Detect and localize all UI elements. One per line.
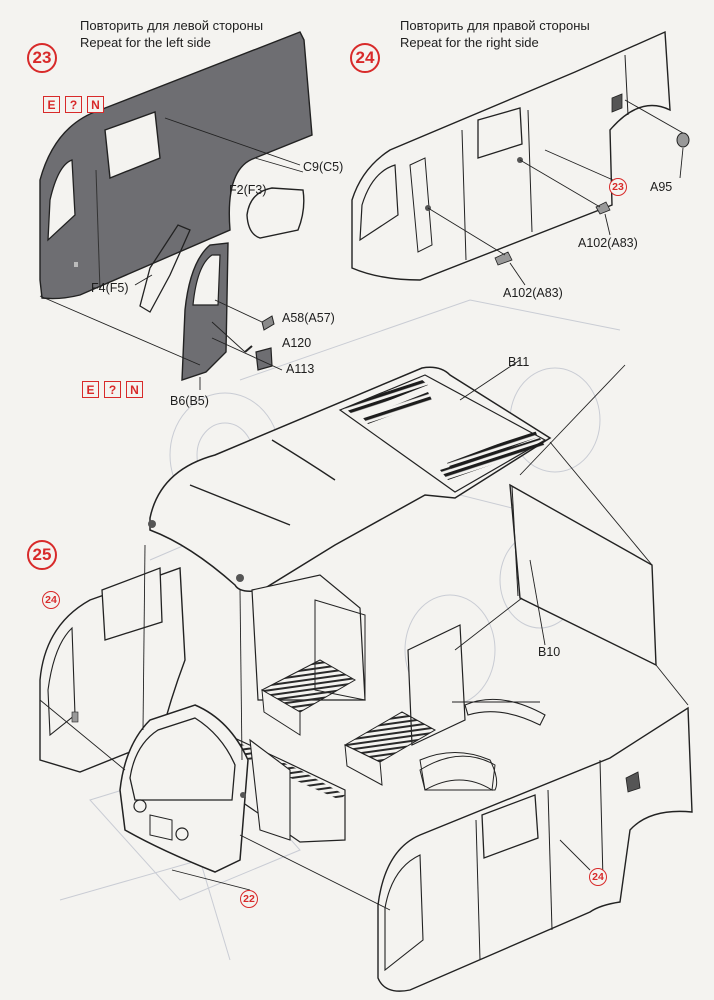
part-label-c9: C9(C5) (303, 160, 344, 174)
part-label-a102-upper: A102(A83) (578, 236, 638, 250)
part-label-b11: B11 (508, 355, 530, 369)
ref-step-24-right: 24 (589, 868, 607, 886)
flag-q-bottom: ? (104, 381, 121, 398)
step25-dashboard-front (119, 704, 249, 873)
step23-door-parts (139, 187, 305, 381)
step23-leaders (39, 117, 304, 390)
flag-n-bottom: N (126, 381, 143, 398)
step25-leaders (39, 359, 689, 911)
part-label-f4: F4(F5) (91, 281, 129, 295)
step25-rear-wall-b10 (509, 483, 657, 667)
part-label-b6: B6(B5) (170, 394, 209, 408)
step24-leaders (427, 99, 684, 286)
part-label-b10: B10 (538, 645, 561, 659)
part-label-a102-lower: A102(A83) (503, 286, 563, 300)
flag-e-bottom: E (82, 381, 99, 398)
step-number-23: 23 (27, 43, 57, 73)
header-left-en: Repeat for the left side (80, 35, 211, 50)
flag-q-top: ? (65, 96, 82, 113)
step-number-25: 25 (27, 540, 57, 570)
ref-step-23: 23 (609, 178, 627, 196)
header-right-en: Repeat for the right side (400, 35, 539, 50)
step-number-24: 24 (350, 43, 380, 73)
step24-right-side-panel (351, 30, 690, 281)
part-label-a113: A113 (286, 362, 315, 376)
step25-cab-interior (199, 574, 546, 843)
flag-n-top: N (87, 96, 104, 113)
step25-right-side-assembled (377, 706, 693, 992)
step23-left-side-panel (39, 31, 313, 300)
flag-e-top: E (43, 96, 60, 113)
header-left-ru: Повторить для левой стороны (80, 18, 264, 33)
ref-step-22: 22 (240, 890, 258, 908)
part-label-a120: A120 (282, 336, 312, 350)
part-label-f2: F2(F3) (229, 183, 267, 197)
part-label-a58: A58(A57) (282, 311, 335, 325)
ref-step-24-left: 24 (42, 591, 60, 609)
part-label-a95: A95 (650, 180, 673, 194)
header-right-ru: Повторить для правой стороны (400, 18, 590, 33)
step25-roof (148, 366, 552, 592)
